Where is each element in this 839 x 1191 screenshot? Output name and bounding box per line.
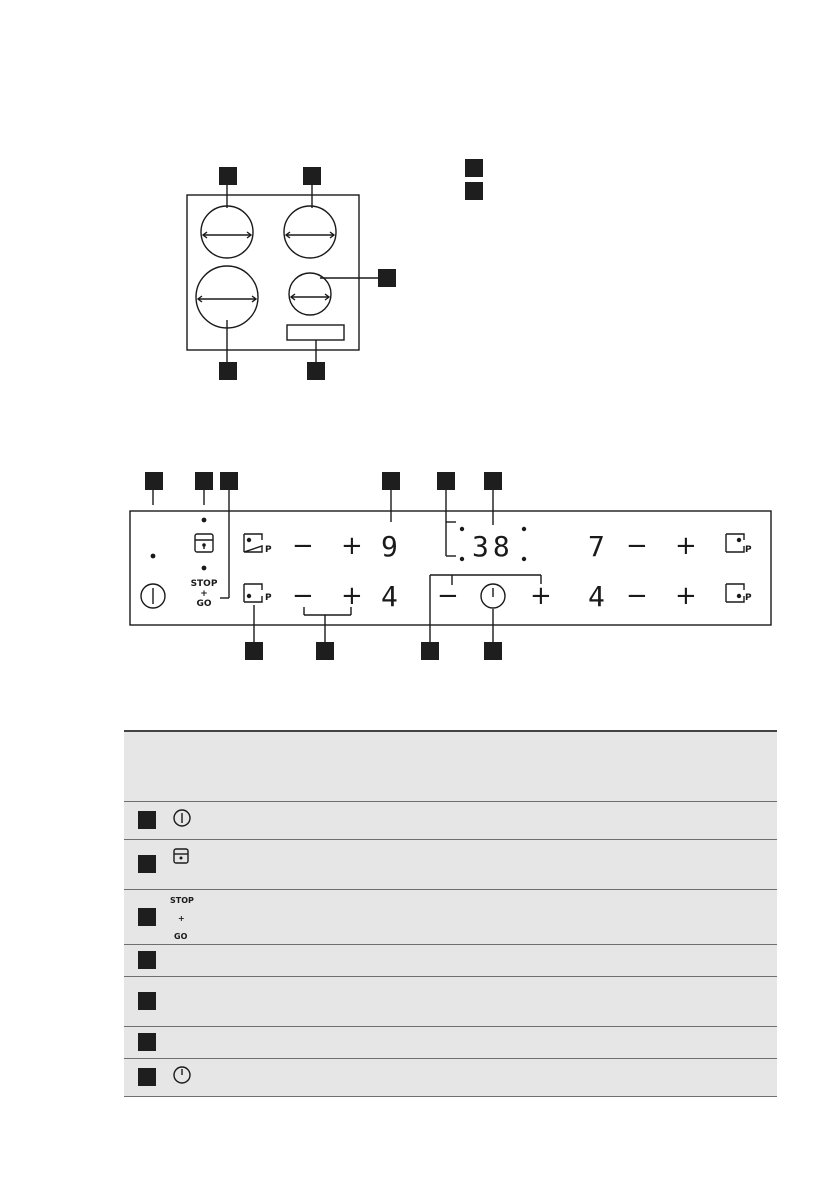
zone-select-bottom-right[interactable]: P [725, 583, 752, 603]
cooking-zone-back-right [283, 205, 337, 259]
hob-control-panel [286, 324, 345, 341]
callout-marker [378, 269, 396, 287]
row-marker [138, 855, 156, 874]
callout-marker [307, 362, 325, 380]
minus-button[interactable]: − [292, 531, 314, 561]
callout-marker [219, 167, 237, 185]
stop-go-icon-stop: STOP [170, 896, 194, 905]
timer-icon [170, 1058, 210, 1097]
row-description [210, 889, 777, 945]
table-header-row [124, 730, 777, 802]
table-row [124, 1026, 777, 1059]
cooking-zone-small [288, 272, 332, 316]
table-row [124, 944, 777, 977]
row-description [210, 839, 777, 890]
callout-marker [220, 472, 238, 490]
cooking-zone-front-left [200, 205, 254, 259]
row-marker [138, 1068, 156, 1087]
table-header [124, 730, 777, 802]
stop-go-label-stop[interactable]: STOP [191, 579, 218, 589]
table-row [124, 801, 777, 840]
table-row [124, 976, 777, 1027]
stop-go-icon-go: GO [174, 932, 188, 941]
hob-layout-diagram [0, 0, 839, 400]
legend-marker [465, 182, 483, 200]
table-row: STOP + GO [124, 889, 777, 945]
callout-marker [145, 472, 163, 490]
callout-marker [382, 472, 400, 490]
table-row [124, 1058, 777, 1097]
operating-elements-table: STOP + GO [124, 730, 777, 1097]
lock-button[interactable] [194, 533, 214, 553]
stop-go-icon: STOP + GO [170, 889, 210, 945]
timer-plus-button[interactable]: + [530, 581, 552, 611]
stop-go-icon-plus: + [178, 914, 185, 923]
stop-go-label-plus: + [200, 589, 208, 599]
control-panel-diagram: STOP + GO P P P P − + − + [0, 460, 839, 670]
heat-setting-display: 7 [588, 530, 605, 563]
plus-button[interactable]: + [341, 581, 363, 611]
plus-button[interactable]: + [675, 581, 697, 611]
callout-marker [316, 642, 334, 660]
row-marker [138, 992, 156, 1011]
callout-marker [421, 642, 439, 660]
callout-marker [484, 642, 502, 660]
power-button[interactable] [140, 583, 166, 609]
lock-icon [170, 839, 210, 890]
stop-go-label-go: GO [196, 599, 211, 609]
cooking-zone-large [195, 265, 259, 329]
timer-button[interactable] [480, 583, 506, 609]
callout-marker [437, 472, 455, 490]
svg-text:P: P [745, 593, 752, 603]
table-row [124, 839, 777, 890]
timer-minus-button[interactable]: − [437, 581, 459, 611]
power-icon [170, 801, 210, 840]
svg-text:P: P [265, 593, 272, 603]
zone-select-top-right[interactable]: P [725, 533, 752, 555]
zone-select-bottom-left[interactable]: P [243, 583, 272, 603]
plus-button[interactable]: + [341, 531, 363, 561]
hob-outline [186, 194, 360, 351]
row-description [210, 976, 777, 1027]
row-description [210, 944, 777, 977]
callout-marker [303, 167, 321, 185]
heat-setting-display: 9 [381, 530, 398, 563]
plus-button[interactable]: + [675, 531, 697, 561]
row-description [210, 1058, 777, 1097]
heat-setting-display: 4 [588, 580, 605, 613]
row-marker [138, 811, 156, 830]
callout-marker [219, 362, 237, 380]
heat-setting-display: 4 [381, 580, 398, 613]
legend-marker [465, 159, 483, 177]
row-description [210, 801, 777, 840]
row-marker [138, 907, 156, 926]
control-panel-svg: STOP + GO P P P P − + − + [129, 489, 772, 642]
svg-text:P: P [745, 545, 752, 555]
minus-button[interactable]: − [626, 531, 648, 561]
callout-marker [484, 472, 502, 490]
callout-marker [195, 472, 213, 490]
minus-button[interactable]: − [292, 581, 314, 611]
row-marker [138, 951, 156, 970]
zone-select-top-left[interactable]: P [243, 533, 272, 555]
minus-button[interactable]: − [626, 581, 648, 611]
callout-marker [245, 642, 263, 660]
svg-text:P: P [265, 545, 272, 555]
row-description [210, 1026, 777, 1059]
control-panel-outline [129, 510, 772, 626]
timer-display: 38 [472, 530, 514, 563]
row-marker [138, 1033, 156, 1052]
hob-layout-svg [186, 184, 378, 362]
